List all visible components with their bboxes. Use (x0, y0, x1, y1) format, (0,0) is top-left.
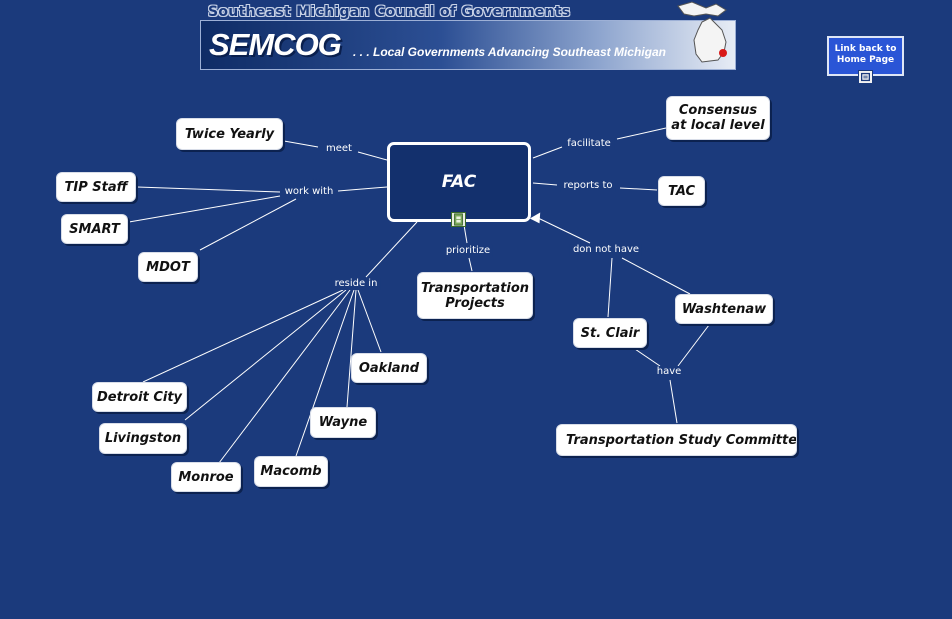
semcog-banner: Southeast Michigan Council of Government… (200, 1, 736, 70)
concept-node-smart[interactable]: SMART (61, 214, 128, 244)
link-label-meet: meet (323, 143, 355, 155)
concept-node-transportation-study-committees[interactable]: Transportation Study Committees (556, 424, 797, 456)
link-label-work-with: work with (281, 186, 337, 198)
home-link-line2: Home Page (836, 55, 895, 65)
banner-tagline: . . . Local Governments Advancing Southe… (353, 45, 666, 59)
concept-node-wayne[interactable]: Wayne (310, 407, 376, 438)
concept-node-washtenaw[interactable]: Washtenaw (675, 294, 773, 324)
concept-node-transportation-projects[interactable]: Transportation Projects (417, 272, 533, 319)
semcog-logo: SEMCOG (209, 27, 342, 62)
concept-node-twice-yearly[interactable]: Twice Yearly (176, 118, 283, 150)
link-label-facilitate: facilitate (564, 138, 614, 150)
projects-line1: Transportation (420, 280, 530, 296)
banner-bar: SEMCOG . . . Local Governments Advancing… (200, 20, 736, 70)
concept-node-detroit-city[interactable]: Detroit City (92, 382, 187, 412)
concept-node-monroe[interactable]: Monroe (171, 462, 241, 492)
consensus-line2: at local level (671, 118, 765, 133)
link-label-reside-in: reside in (331, 278, 381, 290)
concept-node-fac-label: FAC (441, 172, 477, 192)
link-label-reports-to: reports to (560, 180, 616, 192)
concept-node-fac[interactable]: FAC (387, 142, 531, 222)
concept-node-livingston[interactable]: Livingston (99, 423, 187, 454)
banner-organization-name: Southeast Michigan Council of Government… (208, 4, 571, 20)
concept-node-oakland[interactable]: Oakland (351, 353, 427, 383)
link-label-have: have (653, 366, 685, 378)
concept-node-mdot[interactable]: MDOT (138, 252, 198, 282)
home-link-line1: Link back to (834, 44, 897, 54)
link-label-prioritize: prioritize (442, 245, 494, 257)
concept-node-st-clair[interactable]: St. Clair (573, 318, 647, 348)
film-icon[interactable] (451, 212, 466, 227)
concept-node-macomb[interactable]: Macomb (254, 456, 328, 487)
attachment-icon[interactable] (858, 70, 873, 84)
projects-line2: Projects (445, 295, 505, 311)
concept-node-consensus[interactable]: Consensus at local level (666, 96, 770, 140)
concept-node-tip-staff[interactable]: TIP Staff (56, 172, 136, 202)
michigan-map-icon (677, 1, 727, 63)
concept-node-tac[interactable]: TAC (658, 176, 705, 206)
link-label-dont-have: don not have (569, 244, 643, 256)
consensus-line1: Consensus (678, 103, 758, 118)
